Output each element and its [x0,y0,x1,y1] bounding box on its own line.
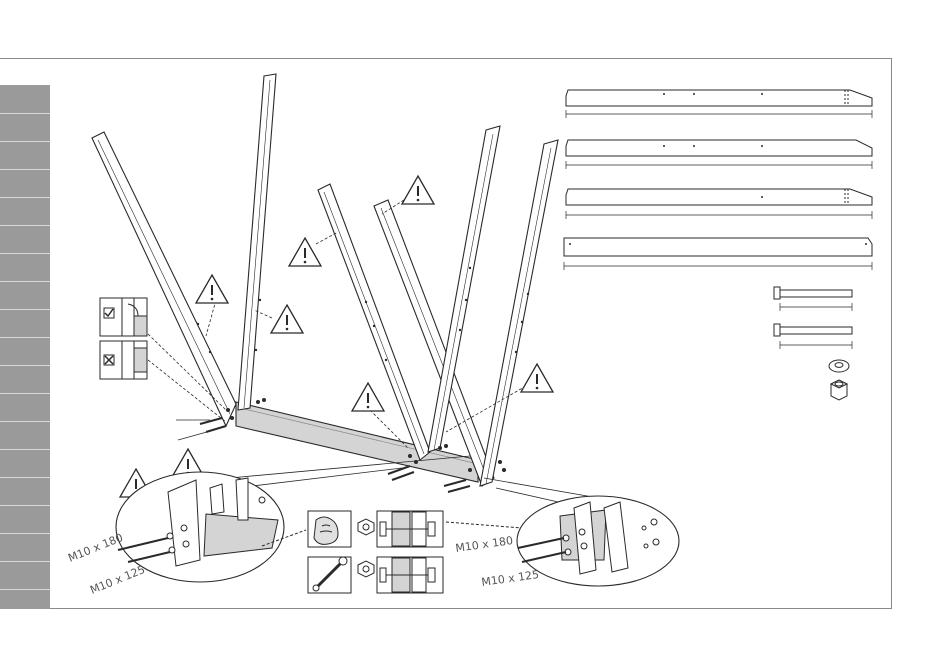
warning-triangle-icon [289,238,321,266]
part-board-3 [566,189,872,219]
part-board-4 [564,238,872,270]
hex-nut-icon [358,519,374,535]
part-bolt-long [774,287,852,311]
warning-triangle-icon [271,305,303,333]
warning-triangle-icon [196,275,228,303]
correct-detail [100,298,147,336]
parts-list [564,90,872,400]
leg-middle-a [318,184,430,460]
bolt-label-m10x125-left: M10 x 125 [88,563,147,597]
wrong-detail [100,341,147,379]
hand-tighten-step [308,511,443,547]
hex-nut-icon [831,380,847,400]
checkbox-correct-icon [104,308,114,318]
checkbox-wrong-icon [104,355,114,365]
washer-icon [829,360,849,372]
warning-triangle-icon [402,176,434,204]
frame-assembly [92,74,558,492]
part-board-2 [566,140,872,169]
washer-icon [358,561,374,577]
zoom-detail-right: M10 x 180 M10 x 125 [455,478,679,589]
bolt-label-m10x180-left: M10 x 180 [66,531,125,565]
part-board-1 [566,90,872,118]
part-bolt-short [774,324,852,349]
warning-triangle-icon [352,383,384,411]
bolt-label-m10x180-right: M10 x 180 [455,534,514,555]
warning-triangle-icon [521,364,553,392]
bolt-label-m10x125-right: M10 x 125 [481,568,540,589]
